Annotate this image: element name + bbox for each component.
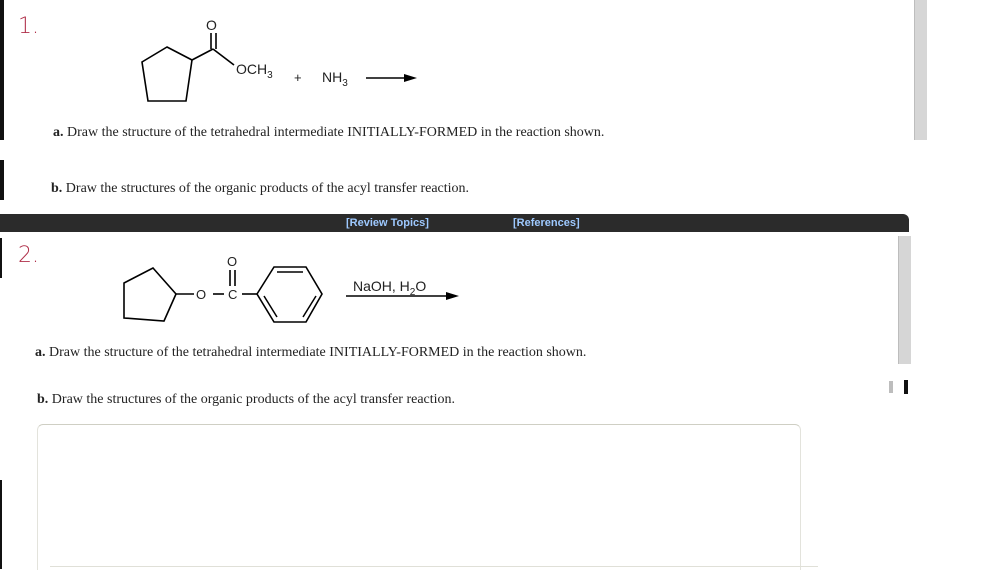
problem-2-part-a: a. Draw the structure of the tetrahedral… bbox=[35, 345, 586, 361]
part-b-label: b. bbox=[51, 181, 63, 196]
review-topics-link[interactable]: [Review Topics] bbox=[346, 217, 429, 229]
left-edge-bar-middle bbox=[0, 160, 4, 200]
part-a-text-2: Draw the structure of the tetrahedral in… bbox=[49, 345, 587, 360]
ester-group-label: OCH3 bbox=[236, 61, 273, 81]
carbonyl-oxygen-label-2: O bbox=[227, 254, 238, 269]
left-edge-bar-lower bbox=[0, 238, 2, 278]
scrollbar-bottom[interactable] bbox=[898, 236, 911, 364]
part-b-label-2: b. bbox=[37, 392, 49, 407]
ammonia-label: NH3 bbox=[322, 69, 348, 89]
carbonyl-carbon-label: C bbox=[228, 287, 238, 302]
left-edge-bar-bottom bbox=[0, 480, 2, 569]
scroll-marker bbox=[889, 381, 893, 393]
toolbar: [Review Topics] [References] bbox=[0, 214, 909, 232]
problem-1-number: 1. bbox=[18, 14, 39, 39]
part-a-text: Draw the structure of the tetrahedral in… bbox=[67, 125, 605, 140]
bottom-divider bbox=[50, 566, 818, 567]
part-b-text-2: Draw the structures of the organic produ… bbox=[51, 392, 456, 407]
benzene-ring bbox=[256, 266, 323, 323]
reaction-arrow-2-head bbox=[446, 292, 459, 300]
bond-carbonyl-to-ester-o bbox=[212, 48, 235, 66]
problem-1-part-b: b. Draw the structures of the organic pr… bbox=[51, 181, 469, 197]
plus-sign: + bbox=[294, 70, 302, 85]
bond-ring-to-carbonyl bbox=[191, 48, 214, 61]
problem-2-number: 2. bbox=[18, 243, 39, 268]
cyclopentane-ring-2 bbox=[123, 267, 177, 322]
reaction-conditions: NaOH, H2O bbox=[353, 278, 427, 298]
ester-oxygen-label: O bbox=[196, 287, 207, 302]
left-edge-bar-top bbox=[0, 0, 4, 140]
cyclopentane-ring bbox=[141, 46, 193, 102]
problem-2-reaction-scheme bbox=[123, 266, 459, 323]
problem-1-part-a: a. Draw the structure of the tetrahedral… bbox=[53, 125, 604, 141]
scroll-marker-dark bbox=[904, 380, 908, 394]
problem-1-reaction-scheme bbox=[141, 33, 417, 102]
problem-2-part-b: b. Draw the structures of the organic pr… bbox=[37, 392, 455, 408]
scrollbar-top[interactable] bbox=[914, 0, 927, 140]
references-link[interactable]: [References] bbox=[513, 217, 580, 229]
benzene-inner-bond-3 bbox=[263, 295, 278, 318]
answer-drawing-area[interactable] bbox=[37, 424, 801, 570]
part-b-text: Draw the structures of the organic produ… bbox=[65, 181, 470, 196]
part-a-label: a. bbox=[53, 125, 64, 140]
benzene-inner-bond-2 bbox=[302, 295, 317, 318]
part-a-label-2: a. bbox=[35, 345, 46, 360]
carbonyl-oxygen-label: O bbox=[206, 17, 217, 33]
reaction-arrow-1-head bbox=[404, 74, 417, 82]
